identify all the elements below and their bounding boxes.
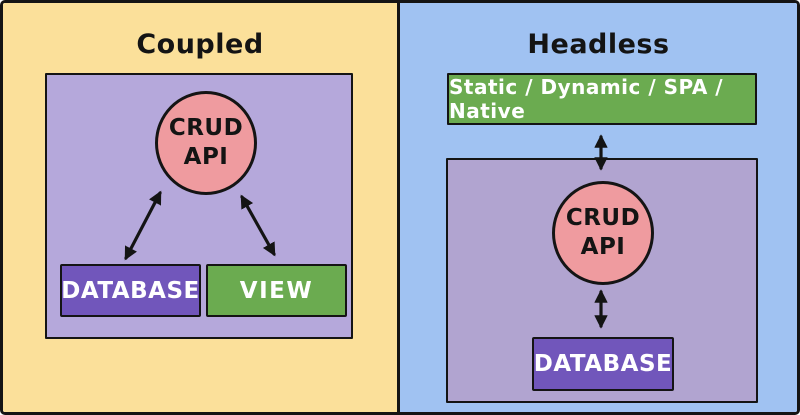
coupled-api-label-line1: CRUD — [168, 115, 244, 142]
headless-api-label-line2: API — [580, 234, 626, 260]
headless-panel-title: Headless — [527, 29, 670, 60]
coupled-database-node: DATABASE — [60, 264, 201, 317]
headless-backend-container: CRUD API DATABASE — [446, 158, 758, 403]
headless-panel: Headless Static / Dynamic / SPA / Native… — [400, 3, 797, 412]
coupled-panel: Coupled CRUD API DATABASE VIEW — [3, 3, 400, 412]
headless-crud-api-node: CRUD API — [552, 181, 654, 285]
coupled-api-label-line2: API — [183, 144, 229, 170]
coupled-crud-api-node: CRUD API — [155, 91, 257, 195]
coupled-panel-title: Coupled — [136, 29, 264, 60]
coupled-stack-container: CRUD API DATABASE VIEW — [45, 73, 353, 339]
coupled-view-node: VIEW — [206, 264, 347, 317]
headless-frontends-node: Static / Dynamic / SPA / Native — [447, 73, 757, 125]
headless-api-label-line1: CRUD — [565, 205, 641, 232]
headless-database-node: DATABASE — [532, 337, 674, 391]
